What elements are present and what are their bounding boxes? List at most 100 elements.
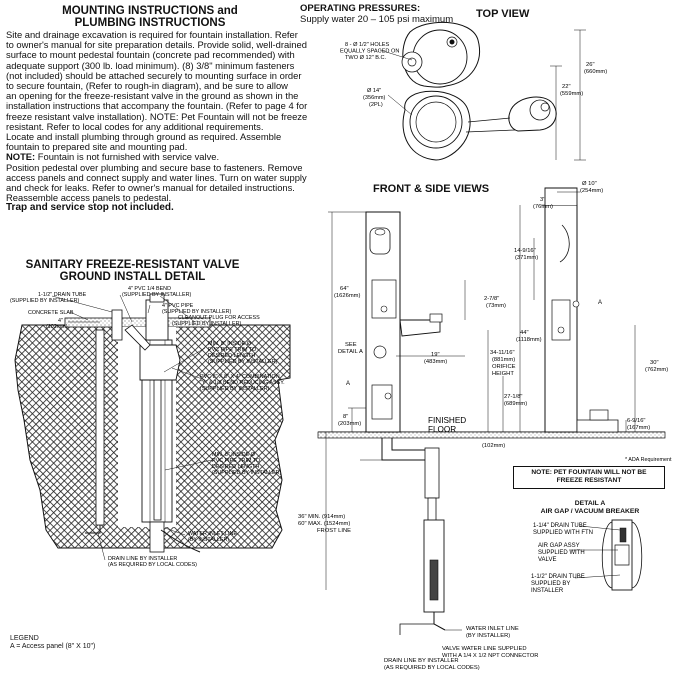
dim-64-b: (1626mm) (334, 293, 360, 299)
mounting-title-line1: MOUNTING INSTRUCTIONS and (62, 5, 238, 17)
detail-a-l3-1: 1-1/2" DRAIN TUBE (531, 574, 585, 580)
san-concrete: CONCRETE SLAB (28, 310, 74, 316)
san-reducing-3: (SUPPLIED BY INSTALLER) (200, 386, 270, 392)
pet-note-line1: NOTE: PET FOUNTAIN WILL NOT BE (531, 469, 647, 476)
mounting-line: freeze resistant valve installation). NO… (6, 110, 308, 122)
detail-a-title-line1: DETAIL A (574, 500, 606, 507)
dim-8-a: 8" (343, 414, 348, 420)
dim-26-b: (660mm) (584, 69, 607, 75)
dim-278-a: 2-7/8" (484, 296, 499, 302)
valve-supply-1: VALVE WATER LINE SUPPLIED (442, 646, 527, 652)
front-bowl (399, 319, 441, 337)
dim-4: (102mm) (482, 443, 505, 449)
dim-22-b: (559mm) (560, 91, 583, 97)
legend-text: A = Access panel (8" X 10") (10, 643, 96, 650)
sanitary-title: SANITARY FREEZE-RESISTANT VALVE GROUND I… (0, 259, 265, 283)
san-pvc-bend-1: 4" PVC 1/4 BEND (128, 286, 171, 292)
san-water-inlet-1: WATER INLET LINE (188, 531, 237, 537)
pvc-quarter-bend (124, 324, 151, 351)
top-view-drawing (379, 21, 586, 161)
mounting-title-line2: PLUMBING INSTRUCTIONS (74, 17, 226, 29)
mounting-note: NOTE: Fountain is not furnished with ser… (6, 152, 306, 162)
mounting-line: adequate support (300 lb. load minimum).… (6, 59, 295, 71)
frost-3: FROST LINE (317, 528, 351, 534)
dim-34-a: 34-11/16" (490, 350, 515, 356)
mounting-line: to secure fountain, (Refer to rough-in d… (6, 80, 288, 92)
san-reducing-1: PVC 8" X 8" X 4" COMBINATION (200, 374, 280, 380)
finished-floor-2: FLOOR (428, 425, 456, 434)
ada-note: * ADA Requirement (625, 457, 672, 463)
valve-rod (153, 359, 162, 521)
san-water-inlet-2: (BY INSTALLER) (188, 537, 229, 543)
detail-a-l2-1: AIR GAP ASSY (538, 543, 580, 549)
dim-30-b: (762mm) (645, 367, 668, 373)
dim-27-b: (689mm) (504, 401, 527, 407)
mounting-line: to owner's manual for site preparation d… (6, 39, 307, 51)
operating-text: Supply water 20 – 105 psi maximum (300, 13, 454, 25)
san-dim4-2: (102mm) (46, 324, 68, 330)
mounting-title: MOUNTING INSTRUCTIONS and PLUMBING INSTR… (0, 5, 300, 29)
dim-26-a: 26" (586, 62, 595, 68)
san-min8b-2: PVC PIPE TRIM TO (212, 458, 260, 464)
drain-pipe (95, 329, 105, 526)
detail-a-l2-3: VALVE (538, 557, 556, 563)
floor-slab (317, 431, 666, 439)
dim-44-a: 44" (520, 330, 529, 336)
san-pvc-pipe-1: 4" PVC PIPE (162, 303, 194, 309)
san-drain-line-2: (AS REQUIRED BY LOCAL CODES) (108, 562, 197, 568)
detail-a-l3-2: SUPPLIED BY (531, 581, 570, 587)
dim-6-a: 6-9/16" (627, 418, 646, 424)
fs-water-inlet-1: WATER INLET LINE (466, 626, 519, 632)
bottle-filler-face (369, 227, 391, 255)
dim-19-b: (483mm) (424, 359, 447, 365)
detail-a-title-line2: AIR GAP / VACUUM BREAKER (540, 508, 640, 515)
fs-drain-line-2: (AS REQUIRED BY LOCAL CODES) (384, 665, 480, 671)
mounting-line: (not included) should be attached secure… (6, 69, 302, 81)
san-min8a-2: PVC PIPE TRIM TO (208, 347, 256, 353)
mounting-line: Locate and install plumbing through grou… (6, 131, 282, 143)
dim-3-b: (76mm) (533, 204, 553, 210)
fs-water-inlet-2: (BY INSTALLER) (466, 633, 510, 639)
see-detail-1: SEE (345, 342, 357, 348)
dim-34-b: (881mm) (492, 357, 515, 363)
san-min8a-3: DESIRED LENGTH (208, 353, 255, 359)
dim-6-b: (167mm) (627, 425, 650, 431)
dim-10-b: (254mm) (580, 188, 603, 194)
mounting-line: Reassemble access panels to pedestal. (6, 192, 172, 204)
holes-label-3: TWO Ø 12" B.C. (345, 55, 387, 61)
access-label-a-front: A (346, 381, 350, 387)
note-text: Fountain is not furnished with service v… (35, 151, 220, 163)
dim-27-a: 27-1/8" (504, 394, 523, 400)
front-side-title: FRONT & SIDE VIEWS (373, 183, 490, 195)
front-side-drawing (317, 187, 666, 635)
san-drain-line-1: DRAIN LINE BY INSTALLER (108, 556, 177, 562)
detail-a-l3-3: INSTALLER (531, 588, 564, 594)
mounting-line: fountain to prepared site and mounting p… (6, 141, 188, 153)
sanitary-title-line1: SANITARY FREEZE-RESISTANT VALVE (25, 259, 240, 271)
mounting-line: surface to mount pedestal fountain (conc… (6, 49, 295, 61)
dim-34-c: ORIFICE (492, 364, 516, 370)
san-pvc-pipe-2: (SUPPLIED BY INSTALLER) (162, 309, 232, 315)
operating-title: OPERATING PRESSURES: (300, 3, 421, 14)
dim-8-b: (203mm) (338, 421, 361, 427)
mounting-line: resistant. Refer to local codes for any … (6, 120, 264, 132)
dim-22-a: 22" (562, 84, 571, 90)
dim-10-a: Ø 10" (582, 181, 597, 187)
mounting-line: installation instructions that accompany… (6, 100, 308, 112)
mounting-line: access panels and connect supply and wat… (6, 171, 307, 183)
dim-19-a: 19" (431, 352, 440, 358)
san-min8b-3: DESIRED LENGTH (212, 464, 259, 470)
drain-tube-section (111, 309, 123, 341)
see-detail-2: DETAIL A (338, 349, 363, 355)
finished-floor-1: FINISHED (428, 416, 466, 425)
dia-label-2: (356mm) (363, 95, 386, 101)
fs-drain-line-1: DRAIN LINE BY INSTALLER (384, 658, 459, 664)
operating-pressures: OPERATING PRESSURES: Supply water 20 – 1… (300, 3, 454, 25)
dia-label-1: Ø 14" (367, 88, 381, 94)
frost-2: 60" MAX. (1524mm) (298, 521, 350, 527)
san-dim4-1: 4" (58, 318, 63, 324)
san-min8a-4: (SUPPLIED BY INSTALLER) (208, 359, 278, 365)
san-cleanout-1: CLEANOUT PLUG FOR ACCESS (178, 315, 260, 321)
underground-riser (424, 447, 440, 499)
